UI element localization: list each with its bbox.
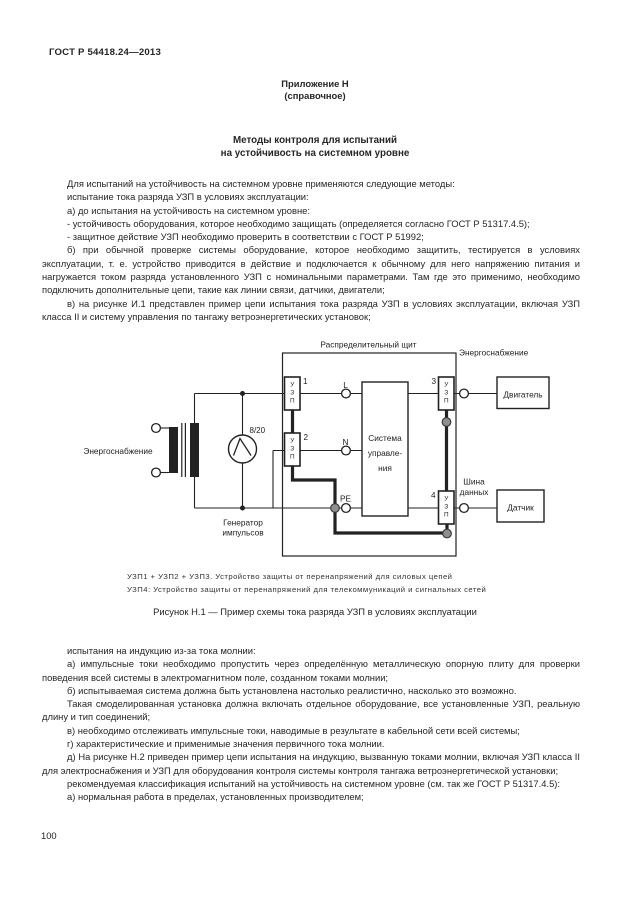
paragraph: Такая смоделированная установка должна в… bbox=[42, 698, 580, 723]
svg-text:данных: данных bbox=[460, 487, 490, 497]
section-title: Методы контроля для испытаний на устойчи… bbox=[0, 135, 630, 160]
data-bus-label: Шина данных bbox=[460, 477, 490, 498]
gray-junction-circles bbox=[330, 417, 452, 539]
terminal-circles bbox=[150, 388, 470, 514]
svg-text:П: П bbox=[290, 398, 295, 405]
wire-labels: L N PE bbox=[340, 380, 352, 504]
svg-text:З: З bbox=[290, 446, 294, 453]
annex-heading: Приложение Н bbox=[281, 78, 349, 89]
board-label: Распределительный щит bbox=[320, 340, 416, 350]
sensor-box bbox=[496, 489, 545, 523]
impulse-generator-symbol bbox=[227, 434, 258, 464]
impulse-8-20-label: 8/20 bbox=[250, 426, 266, 435]
svg-text:З: З bbox=[444, 504, 448, 511]
uzp1-block bbox=[283, 376, 301, 411]
svg-text:У: У bbox=[290, 382, 295, 389]
paragraph: Для испытаний на устойчивость на системн… bbox=[67, 178, 455, 189]
svg-text:У: У bbox=[444, 382, 449, 389]
paragraph: б) испытываемая система должна быть уста… bbox=[67, 684, 517, 696]
paragraph: б) при обычной проверке системы оборудов… bbox=[42, 244, 580, 296]
motor-box bbox=[496, 376, 550, 410]
svg-text:импульсов: импульсов bbox=[222, 528, 264, 538]
svg-text:управле-: управле- bbox=[368, 448, 403, 458]
paragraph: в) на рисунке И.1 представлен пример цеп… bbox=[42, 297, 580, 322]
section-title-line1: Методы контроля для испытаний bbox=[232, 135, 398, 146]
uzp4-block bbox=[437, 490, 455, 525]
junction-dot bbox=[240, 391, 245, 396]
section-title-line2: на устойчивость на системном уровне bbox=[220, 147, 410, 159]
svg-text:ния: ния bbox=[378, 463, 392, 473]
paragraph: а) до испытания на устойчивость на систе… bbox=[67, 204, 310, 216]
paragraph: а) импульсные токи необходимо пропустить… bbox=[42, 658, 580, 683]
svg-text:У: У bbox=[290, 438, 295, 445]
paragraph: а) нормальная работа в пределах, установ… bbox=[67, 791, 364, 803]
uzp-block-letters: У З П У З П У З П У З П bbox=[290, 382, 449, 519]
uzp2-block bbox=[283, 432, 301, 467]
uzp1-number: 1 bbox=[303, 377, 308, 386]
figure-note-line1: УЗП1 + УЗП2 + УЗП3. Устройство защиты от… bbox=[127, 572, 453, 581]
figure-note-line2: УЗП4: Устройство защиты от перенапряжени… bbox=[127, 585, 487, 594]
control-system-box bbox=[361, 381, 409, 517]
svg-text:Генератор: Генератор bbox=[223, 518, 263, 528]
uzp-numbers: 1 2 3 4 bbox=[303, 377, 436, 500]
svg-text:Система: Система bbox=[368, 433, 402, 443]
paragraph: д) На рисунке Н.2 приведен пример цепи и… bbox=[42, 751, 580, 776]
impulse-waveform-icon bbox=[232, 437, 252, 456]
paragraph: - устойчивость оборудования, которое нео… bbox=[67, 217, 530, 229]
svg-text:Шина: Шина bbox=[463, 477, 485, 487]
sensor-label: Датчик bbox=[507, 503, 534, 513]
motor-label: Двигатель bbox=[503, 390, 542, 400]
page-number: 100 bbox=[41, 830, 57, 841]
uzp4-number: 4 bbox=[431, 491, 436, 500]
paragraph: испытание тока разряда УЗП в условиях эк… bbox=[67, 191, 309, 203]
wire-l-label: L bbox=[343, 380, 348, 390]
svg-text:П: П bbox=[290, 454, 295, 461]
uzp2-number: 2 bbox=[304, 433, 309, 442]
doc-code: ГОСТ Р 54418.24—2013 bbox=[49, 47, 162, 58]
transformer-symbol bbox=[169, 423, 199, 477]
paragraph: - защитное действие УЗП необходимо прове… bbox=[67, 231, 424, 243]
svg-text:П: П bbox=[444, 398, 449, 405]
uzp3-number: 3 bbox=[431, 377, 436, 386]
generator-label: Генератор импульсов bbox=[222, 518, 264, 538]
paragraph: г) характеристические и применимые значе… bbox=[67, 738, 385, 750]
svg-text:З: З bbox=[444, 390, 448, 397]
svg-text:П: П bbox=[444, 512, 449, 519]
control-system-label: Система управле- ния bbox=[368, 433, 403, 473]
svg-text:З: З bbox=[290, 390, 294, 397]
paragraph: рекомендуемая классификация испытаний на… bbox=[67, 777, 561, 789]
junction-dot bbox=[240, 505, 245, 511]
distribution-board-outline bbox=[281, 352, 457, 557]
power-supply-left-label: Энергоснабжение bbox=[83, 446, 153, 456]
figure-h1-diagram: У З П У З П У З П У З П 1 2 3 4 Система … bbox=[83, 340, 550, 557]
svg-text:У: У bbox=[444, 496, 449, 503]
paragraph: испытания на индукцию из-за тока молнии: bbox=[67, 645, 256, 656]
body-text-top: Для испытаний на устойчивость на системн… bbox=[42, 177, 580, 323]
annex-note: (справочное) bbox=[284, 90, 346, 101]
uzp3-block bbox=[437, 376, 455, 411]
paragraph: в) необходимо отслеживать импульсные ток… bbox=[67, 724, 520, 736]
wire-pe-label: PE bbox=[340, 494, 352, 504]
figure-caption: Рисунок Н.1 — Пример схемы тока разряда … bbox=[153, 606, 477, 617]
power-supply-right-label: Энергоснабжение bbox=[459, 348, 529, 358]
body-text-bottom: испытания на индукцию из-за тока молнии:… bbox=[42, 644, 580, 804]
uzp-blocks bbox=[283, 376, 455, 525]
wire-n-label: N bbox=[343, 437, 349, 447]
